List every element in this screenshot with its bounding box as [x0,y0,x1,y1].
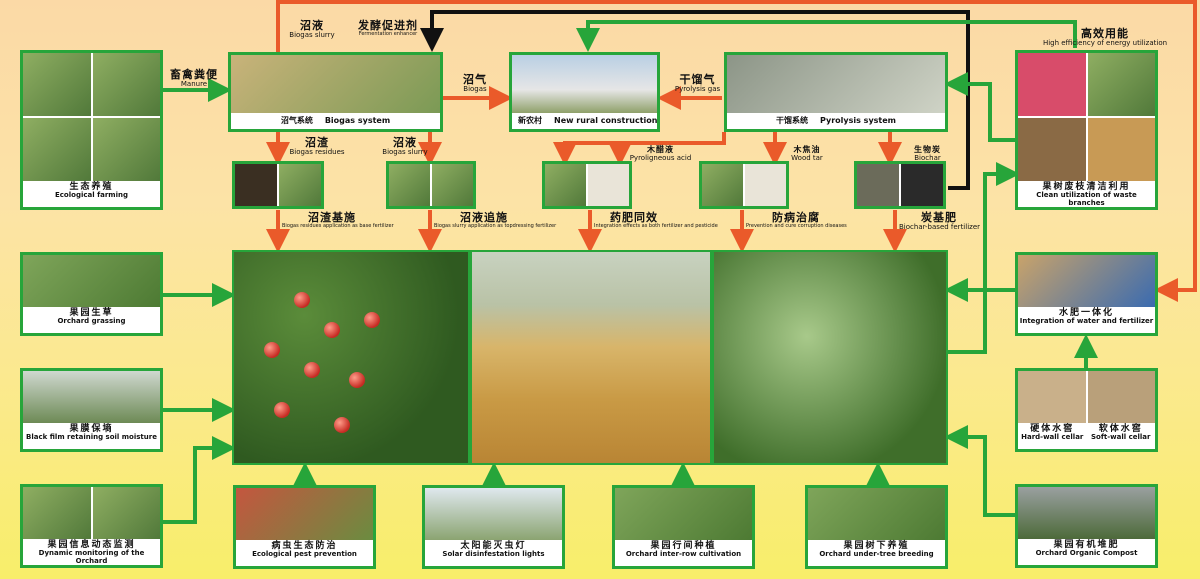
wood-tar-photo-box [699,161,789,209]
farming-photo [23,53,160,181]
apple-orchard-panel [232,250,470,465]
biogas-photo [231,55,440,113]
cucumber-greenhouse-panel [712,250,948,465]
waste-photo [1018,53,1155,181]
pyrolysis-photo [727,55,945,113]
rural-photo [512,55,657,113]
wheat-field-panel [470,250,712,465]
slurry-photo-box [386,161,476,209]
energy-arrow [588,22,1075,48]
residues-photo-box [232,161,324,209]
biochar-photo-box [854,161,946,209]
pyro-acid-photo-box [542,161,632,209]
